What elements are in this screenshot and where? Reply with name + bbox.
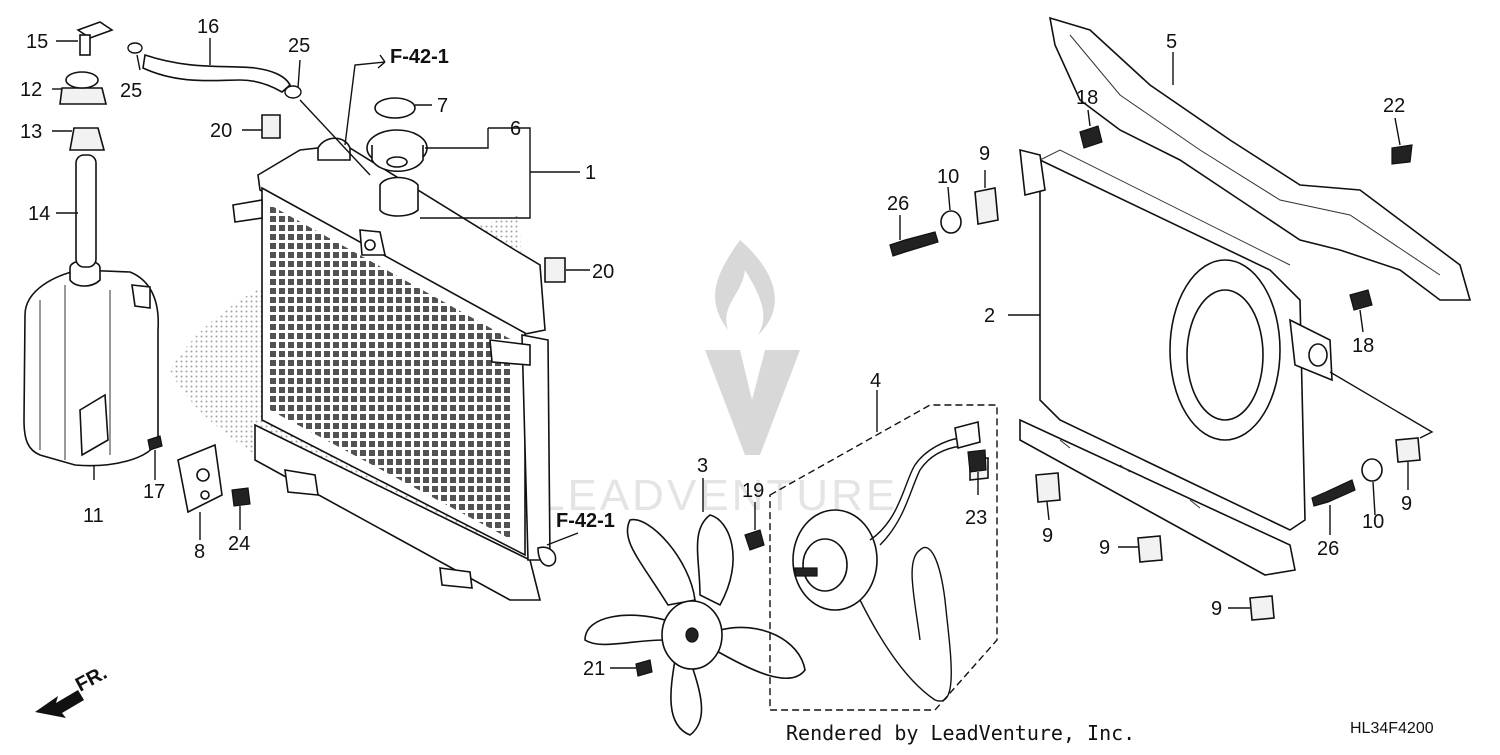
- bolt-26b: [1311, 479, 1356, 507]
- label-9c: 9: [1099, 537, 1110, 559]
- bolt-19: [744, 529, 765, 551]
- label-17: 17: [143, 481, 165, 503]
- label-20b: 20: [592, 261, 614, 283]
- label-24: 24: [228, 533, 250, 555]
- hose-14: [75, 154, 97, 268]
- collar-10b: [1361, 458, 1383, 482]
- label-9a: 9: [979, 143, 990, 165]
- label-20a: 20: [210, 120, 232, 142]
- cap-12: [59, 87, 108, 105]
- label-11: 11: [83, 505, 104, 527]
- nut-clip-20b: [544, 257, 566, 283]
- label-10a: 10: [937, 166, 959, 188]
- label-26a: 26: [887, 193, 909, 215]
- label-7: 7: [437, 95, 448, 117]
- grommet-9d: [1137, 535, 1163, 563]
- label-22: 22: [1383, 95, 1405, 117]
- clip-25b: [284, 85, 302, 99]
- ref-label-top[interactable]: F-42-1: [390, 46, 449, 68]
- radiator-cap: [366, 97, 428, 172]
- label-18a: 18: [1076, 87, 1098, 109]
- label-2: 2: [984, 305, 995, 327]
- label-23: 23: [965, 507, 987, 529]
- nut-clip-20a: [261, 114, 281, 139]
- footer-credit: Rendered by LeadVenture, Inc.: [786, 721, 1135, 745]
- label-9b: 9: [1042, 525, 1053, 547]
- fan-blade: [584, 514, 806, 736]
- collar-10a: [940, 210, 962, 234]
- hose-16: [142, 53, 291, 93]
- label-25a: 25: [288, 35, 310, 57]
- label-12: 12: [20, 79, 42, 101]
- radiator: [232, 54, 579, 601]
- label-4: 4: [870, 370, 881, 392]
- front-arrow: FR.: [35, 662, 111, 718]
- grommet-9c: [1035, 472, 1061, 503]
- bolt-18b: [1349, 289, 1373, 311]
- clip-25a: [127, 42, 143, 54]
- grommet-9b: [1395, 437, 1421, 463]
- reservoir-tank: [23, 259, 160, 467]
- label-9e: 9: [1401, 493, 1412, 515]
- label-19: 19: [742, 480, 764, 502]
- fan-shroud: [1019, 148, 1333, 576]
- label-8: 8: [194, 541, 205, 563]
- label-13: 13: [20, 121, 42, 143]
- boot-13: [69, 127, 106, 151]
- leader-lines: [52, 38, 1434, 669]
- clip-22: [1391, 144, 1413, 165]
- bolt-17: [147, 435, 163, 451]
- label-26b: 26: [1317, 538, 1339, 560]
- label-9d: 9: [1211, 598, 1222, 620]
- diagram-code: HL34F4200: [1350, 720, 1434, 737]
- part-number-labels: 15 16 25 25 12 13 14 20 20 7 6 1 11 17 8…: [20, 16, 1412, 680]
- label-14: 14: [28, 203, 50, 225]
- bolt-18a: [1079, 125, 1103, 149]
- cover-5: [1048, 16, 1472, 301]
- label-5: 5: [1166, 31, 1177, 53]
- bolt-26a: [889, 231, 939, 257]
- label-25b: 25: [120, 80, 142, 102]
- grommet-9e: [1249, 595, 1275, 621]
- label-16: 16: [197, 16, 219, 38]
- label-3: 3: [697, 455, 708, 477]
- label-6: 6: [510, 118, 521, 140]
- grommet-9a: [974, 187, 999, 225]
- nut-clip-23: [967, 449, 987, 473]
- label-1: 1: [585, 162, 596, 184]
- nut-24: [231, 487, 251, 507]
- nut-21: [635, 659, 653, 677]
- label-18b: 18: [1352, 335, 1374, 357]
- label-21: 21: [583, 658, 605, 680]
- ref-label-side[interactable]: F-42-1: [556, 510, 615, 532]
- label-10b: 10: [1362, 511, 1384, 533]
- label-15: 15: [26, 31, 48, 53]
